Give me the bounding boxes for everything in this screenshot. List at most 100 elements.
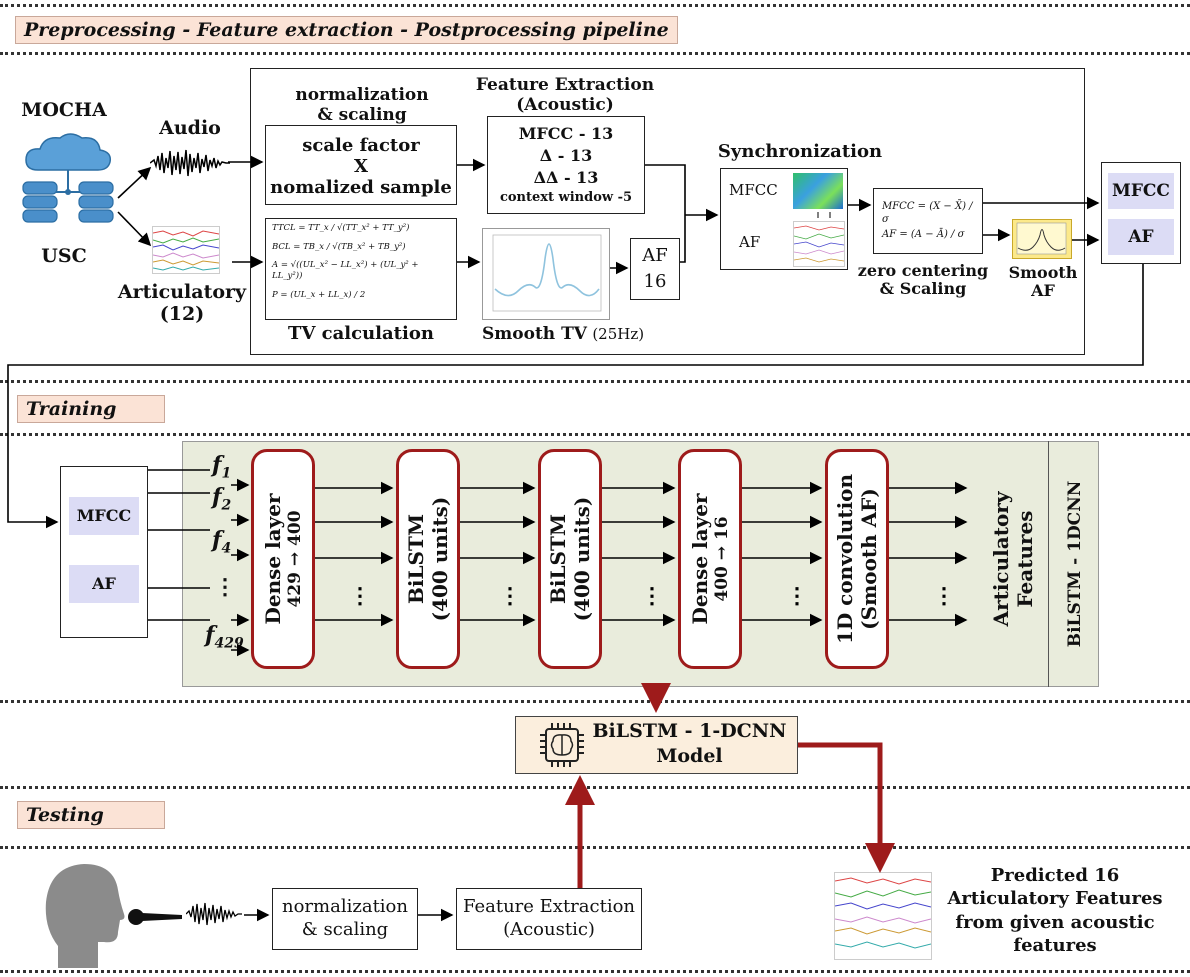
bilstm1-line1: BiLSTM xyxy=(404,513,428,605)
feature-label-f4: f4 xyxy=(212,527,231,556)
section-title-testing: Testing xyxy=(17,801,165,829)
conv1d-layer: 1D convolution(Smooth AF) xyxy=(825,449,889,669)
testing-waveform-icon xyxy=(185,900,242,928)
training-panel xyxy=(182,441,1099,687)
normalization-title: normalization & scaling xyxy=(262,85,462,125)
feature-label-f4-sub: 4 xyxy=(221,540,232,557)
smooth-tv-hz: (25Hz) xyxy=(592,325,645,343)
separator xyxy=(0,846,1190,849)
training-input-box: MFCC AF xyxy=(60,466,148,638)
af-plot-icon xyxy=(793,221,845,267)
separator xyxy=(0,970,1190,973)
context-window-line: context window -5 xyxy=(499,190,633,205)
articulatory-plot-icon xyxy=(152,226,220,274)
bilstm2-line1: BiLSTM xyxy=(546,513,570,605)
feature-extraction-title: Feature Extraction (Acoustic) xyxy=(470,75,660,115)
speaker-head-icon xyxy=(38,858,128,968)
scale-factor-line2: nomalized sample xyxy=(270,177,452,198)
model-side-label: BiLSTM - 1DCNN xyxy=(1064,480,1085,648)
testing-norm-line2: & scaling xyxy=(301,919,389,940)
separator xyxy=(0,700,1190,703)
zc-formula-af: AF = (A − Ā) / σ xyxy=(882,229,965,240)
smooth-tv-label: Smooth TV (25Hz) xyxy=(482,324,682,344)
smooth-af-label: Smooth AF xyxy=(1000,263,1086,301)
af-output-line1: Articulatory xyxy=(989,491,1013,627)
sync-af-label: AF xyxy=(739,233,761,251)
predicted-features-plot xyxy=(834,872,932,960)
feature-label-f2: f2 xyxy=(212,484,231,513)
smooth-tv-text: Smooth TV xyxy=(482,324,587,344)
dense2-line2: 400 → 16 xyxy=(711,516,732,602)
training-input-af: AF xyxy=(69,565,139,603)
output-features-box: MFCC AF xyxy=(1101,162,1181,264)
separator xyxy=(0,380,1190,383)
pred-line2: Articulatory Features xyxy=(947,888,1163,910)
audio-label: Audio xyxy=(159,117,221,139)
tv-formula-box: TTCL = TT_x / √(TT_x² + TT_y²) BCL = TB_… xyxy=(265,218,457,320)
bilstm-layer-1-label: BiLSTM(400 units) xyxy=(404,497,452,622)
tv-formula-p: P = (UL_x + LL_x) / 2 xyxy=(272,289,366,300)
af16-label: AF xyxy=(642,245,668,266)
dense2-line1: Dense layer xyxy=(687,493,712,625)
bilstm2-line2: (400 units) xyxy=(570,496,594,622)
tv-formula-ttcl: TTCL = TT_x / √(TT_x² + TT_y²) xyxy=(272,223,410,233)
dense1-line1: Dense layer xyxy=(260,493,285,625)
feature-label-f429-sub: 429 xyxy=(214,635,244,652)
delta-delta-line: ΔΔ - 13 xyxy=(533,168,599,187)
microphone-icon xyxy=(126,902,184,932)
tv-formula-bcl: BCL = TB_x / √(TB_x² + TB_y²) xyxy=(272,241,406,252)
smooth-tv-plot xyxy=(482,228,610,320)
scale-factor-box: scale factor X nomalized sample xyxy=(265,125,457,205)
section-title-preprocessing: Preprocessing - Feature extraction - Pos… xyxy=(15,16,678,44)
output-mfcc: MFCC xyxy=(1108,173,1174,209)
synchronization-box: MFCC AF xyxy=(720,168,848,270)
feature-extraction-title-line2: (Acoustic) xyxy=(516,94,614,115)
section-title-training: Training xyxy=(17,395,165,423)
articulatory-count: (12) xyxy=(159,303,205,325)
feature-extraction-title-line1: Feature Extraction xyxy=(475,75,655,95)
testing-norm-line1: normalization xyxy=(282,896,408,917)
usc-label: USC xyxy=(41,245,87,267)
zero-centering-line2: & Scaling xyxy=(879,279,967,299)
smooth-af-line1: Smooth xyxy=(1008,263,1078,282)
audio-waveform-icon xyxy=(149,148,230,178)
smooth-af-line2: AF xyxy=(1031,281,1055,301)
testing-feature-extraction-box: Feature Extraction (Acoustic) xyxy=(456,888,642,950)
tv-formula-a: A = √((UL_x² − LL_x²) + (UL_y² + LL_y²)) xyxy=(272,260,419,281)
feature-label-f2-sub: 2 xyxy=(221,497,232,514)
bilstm1-line2: (400 units) xyxy=(428,496,452,622)
af-output-line2: Features xyxy=(1013,510,1037,608)
dense1-line2: 429 → 400 xyxy=(284,510,305,608)
model-title-line1: BiLSTM - 1-DCNN xyxy=(592,720,787,742)
pred-line1: Predicted 16 xyxy=(990,865,1120,886)
feature-label-f429-f: f xyxy=(205,622,215,648)
output-af: AF xyxy=(1108,219,1174,255)
bilstm-layer-1: BiLSTM(400 units) xyxy=(396,449,460,669)
pred-line4: features xyxy=(1013,935,1097,957)
predicted-features-label: Predicted 16 Articulatory Features from … xyxy=(935,864,1175,958)
af16-number: 16 xyxy=(643,271,667,292)
training-input-mfcc: MFCC xyxy=(69,497,139,535)
feature-label-f1: f1 xyxy=(212,452,231,481)
separator xyxy=(0,786,1190,789)
acoustic-features-box: MFCC - 13 Δ - 13 ΔΔ - 13 context window … xyxy=(487,116,645,214)
testing-normalization-box: normalization & scaling xyxy=(272,888,418,950)
separator xyxy=(0,52,1190,55)
brain-chip-icon xyxy=(538,721,586,769)
bilstm-layer-2-label: BiLSTM(400 units) xyxy=(546,497,594,622)
training-panel-divider xyxy=(1048,441,1049,687)
separator xyxy=(0,4,1190,7)
testing-fe-line1: Feature Extraction xyxy=(462,896,636,917)
conv1d-layer-label: 1D convolution(Smooth AF) xyxy=(833,474,881,644)
bilstm-layer-2: BiLSTM(400 units) xyxy=(538,449,602,669)
tv-calculation-label: TV calculation xyxy=(288,323,434,344)
articulatory-label: Articulatory xyxy=(117,281,247,303)
synchronization-title: Synchronization xyxy=(717,141,883,162)
model-side-label-area: BiLSTM - 1DCNN xyxy=(1050,441,1099,687)
zc-formula-mfcc: MFCC = (X − X̄) / σ xyxy=(882,201,973,225)
scale-factor-x: X xyxy=(354,156,368,177)
